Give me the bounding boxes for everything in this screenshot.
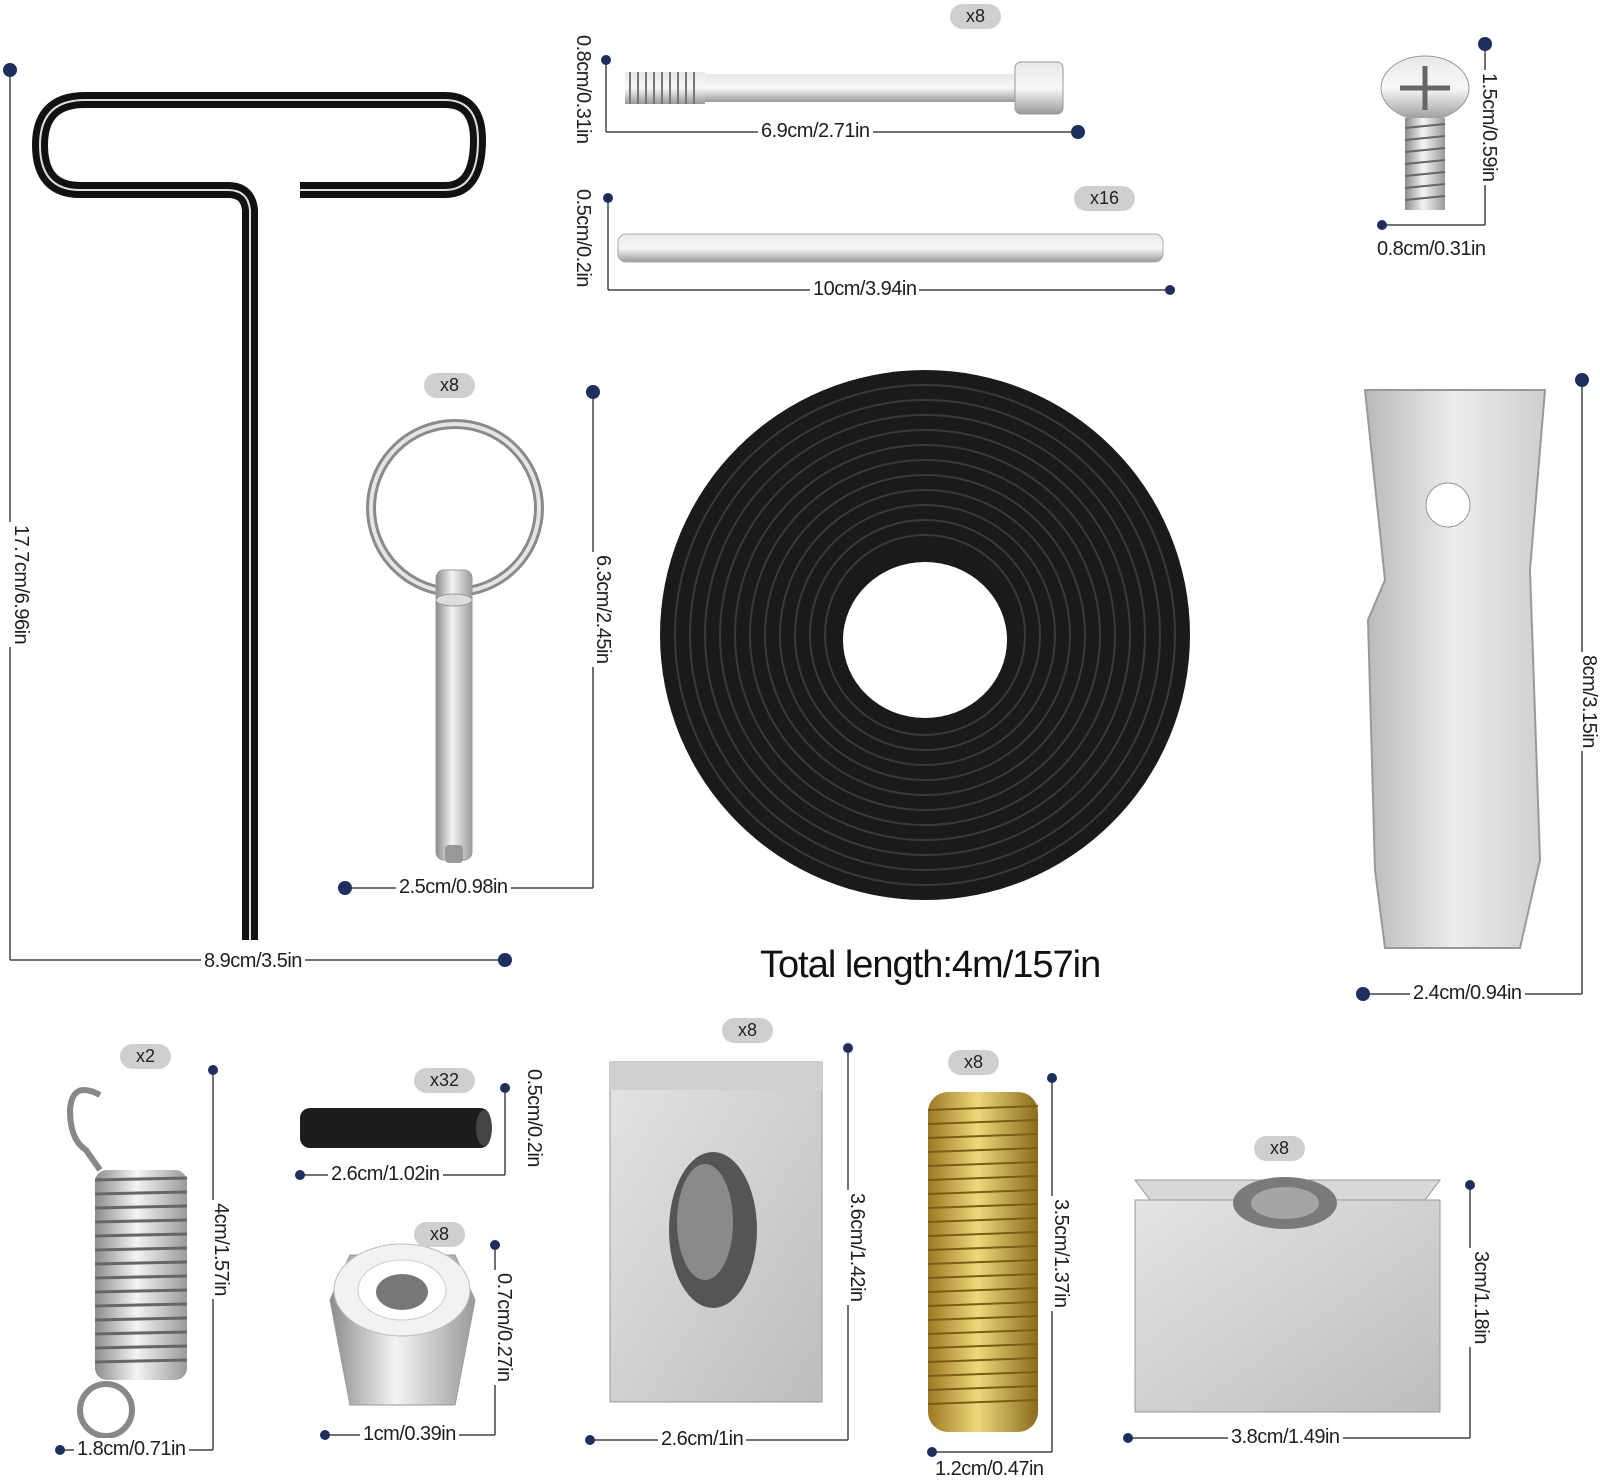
nut-height-label: 0.7cm/0.27in [492, 1270, 515, 1385]
tnut-height-label: 3cm/1.18in [1469, 1248, 1492, 1347]
tube-quantity-badge: x32 [414, 1068, 476, 1093]
pin-width-label: 2.5cm/0.98in [396, 876, 511, 899]
rod-diameter-label: 0.5cm/0.2in [571, 186, 594, 290]
rod-quantity-badge: x16 [1074, 186, 1136, 211]
t-handle-key [32, 92, 486, 940]
nylon-lock-nut [329, 1243, 476, 1406]
spring-length-label: 4cm/1.57in [209, 1200, 232, 1299]
screw-diameter-label: 0.8cm/0.31in [1374, 238, 1489, 261]
tube-diameter-label: 0.5cm/0.2in [522, 1066, 545, 1170]
tnut-width-label: 3.8cm/1.49in [1228, 1426, 1343, 1449]
pin-quantity-badge: x8 [424, 373, 476, 398]
spring-quantity-badge: x2 [120, 1044, 172, 1069]
tnut-quantity-badge: x8 [1254, 1136, 1306, 1161]
tkey-width-label: 8.9cm/3.5in [201, 950, 305, 973]
stud-diameter-label: 1.2cm/0.47in [932, 1458, 1047, 1481]
bracket-width-label: 2.4cm/0.94in [1410, 982, 1525, 1005]
tkey-dimension-lines [3, 63, 512, 967]
nut-width-label: 1cm/0.39in [360, 1423, 459, 1446]
pin-length-label: 6.3cm/2.45in [591, 552, 614, 667]
steel-rod [617, 233, 1164, 263]
quick-release-pin [366, 419, 544, 863]
block-quantity-badge: x8 [722, 1018, 774, 1043]
t-slot-nut [1134, 1177, 1441, 1413]
angled-bracket [1363, 389, 1547, 949]
bracket-length-label: 8cm/3.15in [1577, 652, 1600, 751]
total-length-label: Total length:4m/157in [760, 944, 1101, 986]
block-height-label: 3.6cm/1.42in [845, 1190, 868, 1305]
block-width-label: 2.6cm/1in [658, 1428, 747, 1451]
spring-width-label: 1.8cm/0.71in [74, 1438, 189, 1461]
rubber-strip-coil [660, 370, 1190, 900]
brass-threaded-stud [927, 1092, 1039, 1432]
threaded-block [609, 1061, 823, 1403]
bolt-length-label: 6.9cm/2.71in [758, 120, 873, 143]
stud-length-label: 3.5cm/1.37in [1049, 1196, 1072, 1311]
extension-spring [66, 1087, 188, 1439]
black-rubber-tube [300, 1108, 492, 1148]
pan-head-screw [1380, 55, 1470, 210]
tkey-height-label: 17.7cm/6.96in [9, 522, 32, 648]
nut-quantity-badge: x8 [414, 1222, 466, 1247]
tube-length-label: 2.6cm/1.02in [328, 1163, 443, 1186]
bolt-quantity-badge: x8 [950, 4, 1002, 29]
long-bolt [625, 61, 1064, 115]
bolt-diameter-label: 0.8cm/0.31in [571, 32, 594, 147]
stud-quantity-badge: x8 [948, 1050, 1000, 1075]
rod-length-label: 10cm/3.94in [810, 278, 920, 301]
screw-length-label: 1.5cm/0.59in [1477, 70, 1500, 185]
